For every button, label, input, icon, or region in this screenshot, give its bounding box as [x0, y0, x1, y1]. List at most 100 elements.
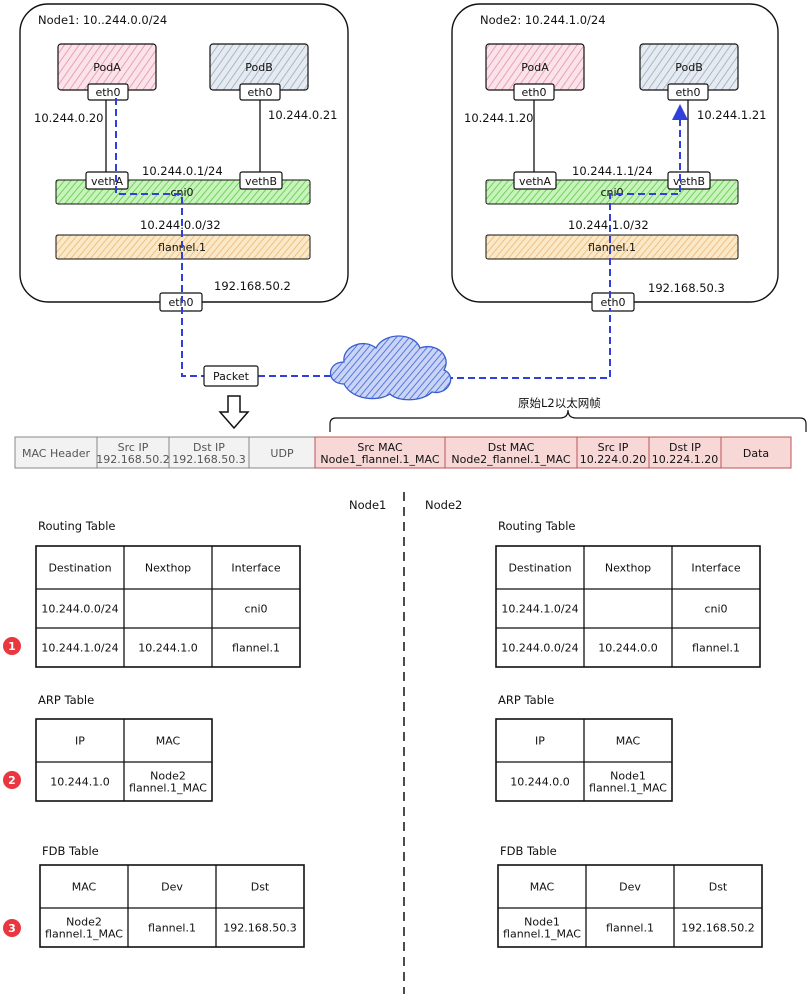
table-cell: flannel.1_MAC [503, 928, 581, 941]
table-header-cell: Dst [709, 881, 728, 894]
table-cell: flannel.1_MAC [45, 928, 123, 941]
node2-flannel [485, 234, 739, 260]
table-header-cell: Dev [161, 881, 183, 894]
node2-vethA [513, 171, 557, 190]
divider-node2-label: Node2 [425, 498, 462, 512]
packet-field-text: Dst IP [193, 441, 225, 454]
table-header-cell: IP [75, 735, 85, 748]
table-header-cell: MAC [156, 735, 181, 748]
packet-label: Packet [213, 370, 250, 383]
node1-podA-label: PodA [93, 61, 121, 74]
divider-node1-label: Node1 [349, 498, 386, 512]
step-marker: 2 [3, 771, 21, 789]
packet-field-text: 192.168.50.3 [172, 453, 245, 466]
table-cell: Node1 [610, 770, 646, 783]
node1-podB-eth0-label: eth0 [247, 86, 272, 99]
packet-field-text: Data [743, 447, 769, 460]
node1-title: Node1: 10..244.0.0/24 [38, 13, 167, 27]
table-title: ARP Table [498, 693, 554, 707]
node2-title: Node2: 10.244.1.0/24 [480, 13, 606, 27]
packet-field-text: 192.168.50.2 [96, 453, 169, 466]
node2-eth0-label: eth0 [600, 296, 625, 309]
node1-cni0-label: cni0 [170, 186, 193, 199]
table-header-cell: Dev [619, 881, 641, 894]
node2-podB-eth0-label: eth0 [675, 86, 700, 99]
packet-field-cell [14, 436, 98, 469]
node2-vethA-label: vethA [519, 175, 552, 188]
table-header-cell: MAC [616, 735, 641, 748]
packet-field-text: Node2_flannel.1_MAC [451, 453, 570, 466]
table-header-cell: Nexthop [145, 562, 191, 575]
packet-field-text: Src MAC [357, 441, 403, 454]
node2-eth0 [591, 292, 635, 312]
table-cell: 192.168.50.3 [223, 922, 296, 935]
packet-field-text: Dst IP [669, 441, 701, 454]
packet-field-text: Node1_flannel.1_MAC [320, 453, 439, 466]
table-cell: 192.168.50.2 [681, 922, 754, 935]
table-title: Routing Table [498, 519, 576, 533]
table-title: ARP Table [38, 693, 94, 707]
step-number: 1 [8, 640, 16, 653]
table-cell: flannel.1 [232, 642, 280, 655]
node1-host-ip: 192.168.50.2 [214, 279, 291, 293]
packet-path [115, 98, 688, 379]
step-marker: 3 [3, 919, 21, 937]
table-header-cell: Destination [508, 562, 571, 575]
table-cell: flannel.1 [606, 922, 654, 935]
node1-podB-label: PodB [245, 61, 273, 74]
table-cell: 10.244.1.0 [138, 642, 197, 655]
table-header-cell: Nexthop [605, 562, 651, 575]
table-cell: cni0 [704, 603, 727, 616]
node2-cni-ip: 10.244.1.1/24 [572, 164, 653, 178]
table-title: Routing Table [38, 519, 116, 533]
table-header-cell: MAC [72, 881, 97, 894]
table-cell: 10.244.1.0/24 [41, 642, 118, 655]
table-cell: 10.244.0.0 [598, 642, 657, 655]
node1: Node1: 10..244.0.0/24 PodA PodB eth0 eth… [19, 3, 349, 312]
table-cell: 10.244.0.0/24 [501, 642, 578, 655]
table-header-cell: Destination [48, 562, 111, 575]
packet-field-text: UDP [270, 447, 294, 460]
packet-field-cell [248, 436, 316, 469]
node1-vethB [239, 171, 283, 190]
table-cell: 10.244.1.0 [50, 776, 109, 789]
step-marker: 1 [3, 637, 21, 655]
table-cell: 10.244.0.0/24 [41, 603, 118, 616]
packet-field-cell [720, 436, 792, 469]
packet-field-cell [648, 436, 722, 469]
step-number: 2 [8, 774, 16, 787]
node1-flannel-ip: 10.244.0.0/32 [140, 218, 221, 232]
node2: Node2: 10.244.1.0/24 PodA PodB eth0 eth0… [451, 3, 779, 312]
node2-podA-ip: 10.244.1.20 [464, 111, 534, 125]
node1-vethA [85, 171, 129, 190]
table-header-cell: Interface [231, 562, 280, 575]
packet-field: UDP [248, 436, 316, 469]
node2-podA-label: PodA [521, 61, 549, 74]
packet-field-text: 10.224.0.20 [580, 453, 646, 466]
table-header-cell: IP [535, 735, 545, 748]
table-cell: flannel.1 [148, 922, 196, 935]
node2-cni0-label: cni0 [600, 186, 623, 199]
table-cell: Node1 [524, 916, 560, 929]
node1-cni-ip: 10.244.0.1/24 [142, 164, 223, 178]
packet-field: Data [720, 436, 792, 469]
network-cloud-icon [329, 335, 452, 401]
packet-field-text: Src IP [118, 441, 149, 454]
table-cell: flannel.1_MAC [589, 782, 667, 795]
table-title: FDB Table [500, 844, 557, 858]
packet-field-text: 10.224.1.20 [652, 453, 718, 466]
packet-field-text: Dst MAC [488, 441, 535, 454]
